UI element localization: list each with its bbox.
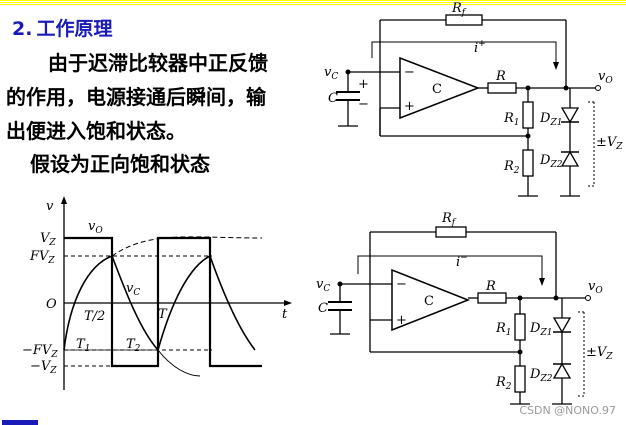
r-label-bottom: R: [485, 279, 496, 294]
assumption-text: 假设为正向饱和状态: [30, 152, 210, 176]
heading-title: 工作原理: [36, 18, 113, 40]
current-arrow-top: [553, 62, 559, 70]
r-label-top: R: [495, 69, 506, 84]
t-axis-label: t: [282, 307, 288, 322]
vo-square-wave: [64, 236, 262, 368]
cap-label-top: C: [328, 91, 338, 106]
vc-asymptote-up: [111, 236, 263, 257]
rf-label-top: Rf: [451, 1, 467, 18]
vo-label-top: vO: [598, 69, 613, 86]
opamp-c-label-bottom: C: [424, 294, 434, 309]
dz2-label-top: DZ2: [539, 153, 563, 170]
t2-label: T2: [126, 337, 141, 354]
cap-label-bottom: C: [318, 301, 328, 316]
explanation-paragraph: 由于迟滞比较器中正反馈 的作用，电源接通后瞬间，输 出便进入饱和状态。: [6, 46, 306, 148]
opamp-plus-bottom: +: [396, 313, 407, 328]
opamp-top: [399, 56, 481, 120]
opamp-minus-bottom: −: [396, 277, 407, 292]
r2-resistor-bottom: [514, 365, 526, 393]
top-stripe-bar: [0, 0, 626, 6]
slide-corner-tab: [2, 420, 38, 425]
fvz-neg-label: −FVZ: [22, 343, 58, 360]
t-full-label: T: [158, 307, 168, 322]
dz1-top: [560, 107, 580, 124]
r1-label-top: R1: [503, 111, 520, 128]
vo-terminal-bottom: [585, 295, 591, 301]
pm-vz-label-bottom: ±VZ: [586, 345, 613, 362]
rf-label-bottom: Rf: [441, 211, 457, 228]
opamp-bottom: [391, 268, 471, 332]
opamp-c-label-top: C: [432, 82, 442, 97]
v-axis-arrow: [61, 196, 67, 204]
t-half-label: T/2: [84, 309, 105, 324]
watermark: CSDN @NONO.97: [519, 404, 616, 417]
t1-label: T1: [76, 337, 90, 354]
r1-label-bottom: R1: [495, 321, 512, 338]
current-label-top: i+: [474, 39, 486, 56]
origin-label: O: [46, 297, 57, 312]
vz-neg-label: −VZ: [30, 359, 57, 376]
vz-pos-label: VZ: [40, 231, 56, 248]
t-axis-arrow: [284, 300, 292, 306]
dz1-label-top: DZ1: [539, 111, 562, 128]
r2-label-bottom: R2: [495, 375, 512, 392]
output-resistor-bottom: [477, 292, 507, 304]
section-heading: 2.工作原理: [12, 14, 112, 41]
r2-label-top: R2: [503, 159, 520, 176]
vc-decay-tail: [157, 349, 201, 377]
opamp-plus-top: +: [404, 99, 415, 114]
fvz-pos-label: FVZ: [29, 249, 55, 266]
rf-resistor-bottom: [435, 226, 467, 238]
pm-vz-label-top: ±VZ: [596, 135, 623, 152]
current-label-bottom: i−: [456, 253, 468, 270]
r1-resistor-bottom: [514, 313, 526, 341]
vc-label-bottom: vC: [316, 277, 330, 294]
vo-label-bottom: vO: [588, 279, 603, 296]
heading-number: 2.: [12, 18, 33, 40]
dz2-label-bottom: DZ2: [529, 367, 553, 384]
current-arrow-bottom: [539, 278, 545, 286]
dz1-label-bottom: DZ1: [529, 321, 552, 338]
paragraph-line-2: 的作用，电源接通后瞬间，输: [6, 85, 266, 109]
cap-plus-top: +: [358, 77, 369, 92]
vo-wave-label: vO: [88, 219, 103, 236]
paragraph-line-3: 出便进入饱和状态。: [6, 119, 186, 143]
vo-terminal-top: [595, 85, 601, 91]
dz1-bottom: [552, 317, 572, 334]
v-axis-label: v: [46, 199, 54, 214]
opamp-minus-top: −: [404, 65, 415, 80]
dz2-bottom: [552, 362, 572, 379]
cap-minus-top: −: [358, 97, 369, 112]
paragraph-line-1: 由于迟滞比较器中正反馈: [48, 51, 268, 75]
vc-label-top: vC: [324, 65, 338, 82]
vc-wave-label: vC: [126, 281, 140, 298]
